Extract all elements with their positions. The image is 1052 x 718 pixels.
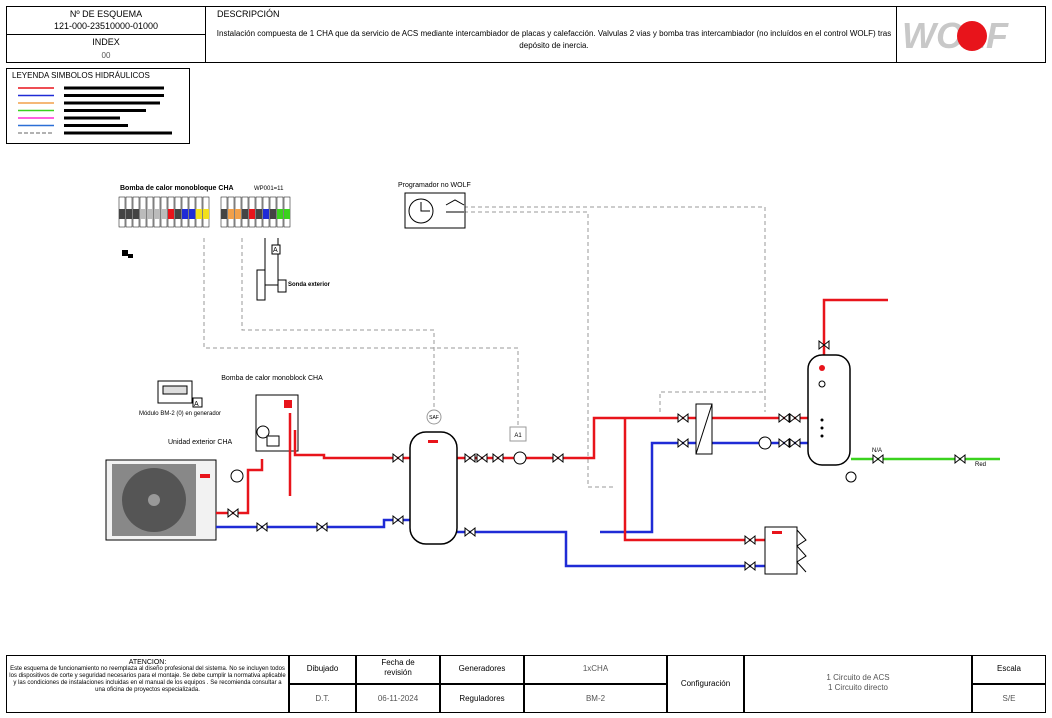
regulators-value: BM-2	[585, 694, 606, 703]
valves	[227, 339, 966, 572]
config-value-2: 1 Circuito directo	[827, 683, 889, 692]
scale-value: S/E	[1002, 694, 1016, 703]
valve	[744, 560, 756, 572]
valve	[227, 507, 239, 519]
generators-label: Generadores	[458, 664, 506, 673]
scheme-label: Nº DE ESQUEMA	[69, 9, 143, 19]
valve	[872, 453, 884, 465]
plate-heat-exchanger	[695, 403, 713, 455]
control-wires	[203, 206, 766, 488]
legend-redacted-text	[64, 101, 160, 105]
module-label: Módulo BM-2 (0) en generador	[139, 411, 221, 417]
index-value: 00	[101, 51, 111, 60]
hydraulic-diagram: Bomba de calor monobloque CHA WP001=11 S…	[105, 182, 1000, 575]
valve	[818, 339, 830, 351]
red-label: Red	[975, 462, 986, 468]
attention-cell	[6, 655, 289, 713]
valve	[789, 412, 801, 424]
legend-redacted-text	[64, 86, 164, 90]
pipes	[216, 298, 1000, 568]
pump	[758, 436, 772, 450]
legend-redacted-text	[64, 131, 172, 135]
description-label: DESCRIPCIÓN	[217, 9, 280, 19]
valve	[316, 521, 328, 533]
hp-terminal-panel: Bomba de calor monobloque CHA WP001=11 S…	[118, 185, 331, 301]
valve	[677, 437, 689, 449]
valve	[464, 452, 476, 464]
hp-panel-title: Bomba de calor monobloque CHA	[120, 185, 234, 192]
programmer: Programador no WOLF	[398, 182, 471, 229]
revision-label: Fecha de revisión	[381, 658, 415, 677]
scheme-number: 121-000-23510000-01000	[53, 21, 159, 31]
description-text: Instalación compuesta de 1 CHA que da se…	[216, 29, 892, 50]
indoor-heat-pump: Bomba de calor monoblock CHA	[221, 375, 323, 452]
valve	[778, 412, 790, 424]
outdoor-unit-label: Unidad exterior CHA	[168, 439, 233, 446]
legend-redacted-text	[64, 109, 146, 112]
legend-redacted-text	[64, 94, 164, 97]
hp-indoor-label: Bomba de calor monoblock CHA	[221, 375, 323, 382]
a-badge-2: A	[194, 401, 199, 408]
legend-box	[6, 68, 190, 144]
pump	[230, 469, 244, 483]
valve	[954, 453, 966, 465]
valve	[552, 452, 564, 464]
config-label: Configuración	[680, 679, 731, 688]
dhw-tank: N/A Red	[807, 354, 986, 483]
valve	[778, 437, 790, 449]
legend-title: LEYENDA SIMBOLOS HIDRÁULICOS	[12, 71, 150, 80]
legend-lines	[18, 86, 172, 135]
valve	[392, 452, 404, 464]
bm2-module: A Módulo BM-2 (0) en generador	[139, 380, 221, 417]
logo-cell	[896, 6, 1046, 63]
revision-value: 06-11-2024	[377, 694, 419, 703]
index-label: INDEX	[92, 37, 120, 47]
logo-text: WOLF	[902, 15, 1009, 56]
na-label: N/A	[872, 448, 882, 454]
outdoor-unit	[105, 459, 217, 541]
attention-text: Este esquema de funcionamiento no reempl…	[9, 666, 286, 693]
attention-title: ATENCION:	[128, 659, 167, 666]
programmer-label: Programador no WOLF	[398, 182, 471, 189]
drawn-value: D.T.	[315, 694, 330, 703]
config-value-1: 1 Circuito de ACS	[826, 673, 890, 682]
outdoor-sensor-label: Sonda exterior	[288, 282, 331, 288]
valve	[744, 534, 756, 546]
valve	[492, 452, 504, 464]
legend-redacted-text	[64, 116, 120, 120]
logo-dot	[957, 21, 987, 51]
heat-emitter	[764, 526, 807, 575]
saf-label: SAF	[429, 415, 439, 421]
scale-label: Escala	[996, 664, 1021, 673]
valve	[256, 521, 268, 533]
index-cell	[6, 34, 206, 63]
valve	[789, 437, 801, 449]
a-badge-1: A	[273, 247, 278, 254]
valve	[392, 514, 404, 526]
regulators-label: Reguladores	[459, 694, 505, 703]
hp-panel-code: WP001=11	[254, 186, 284, 192]
legend-redacted-text	[64, 124, 128, 127]
pump	[513, 451, 527, 465]
valve	[677, 412, 689, 424]
buffer-tank: SAF A1	[409, 409, 527, 545]
drawn-label: Dibujado	[306, 664, 339, 673]
a1-label: A1	[514, 433, 522, 439]
generators-value: 1xCHA	[582, 664, 609, 673]
valve	[476, 452, 488, 464]
valve	[464, 526, 476, 538]
wolf-logo: WOLF	[900, 14, 1040, 56]
